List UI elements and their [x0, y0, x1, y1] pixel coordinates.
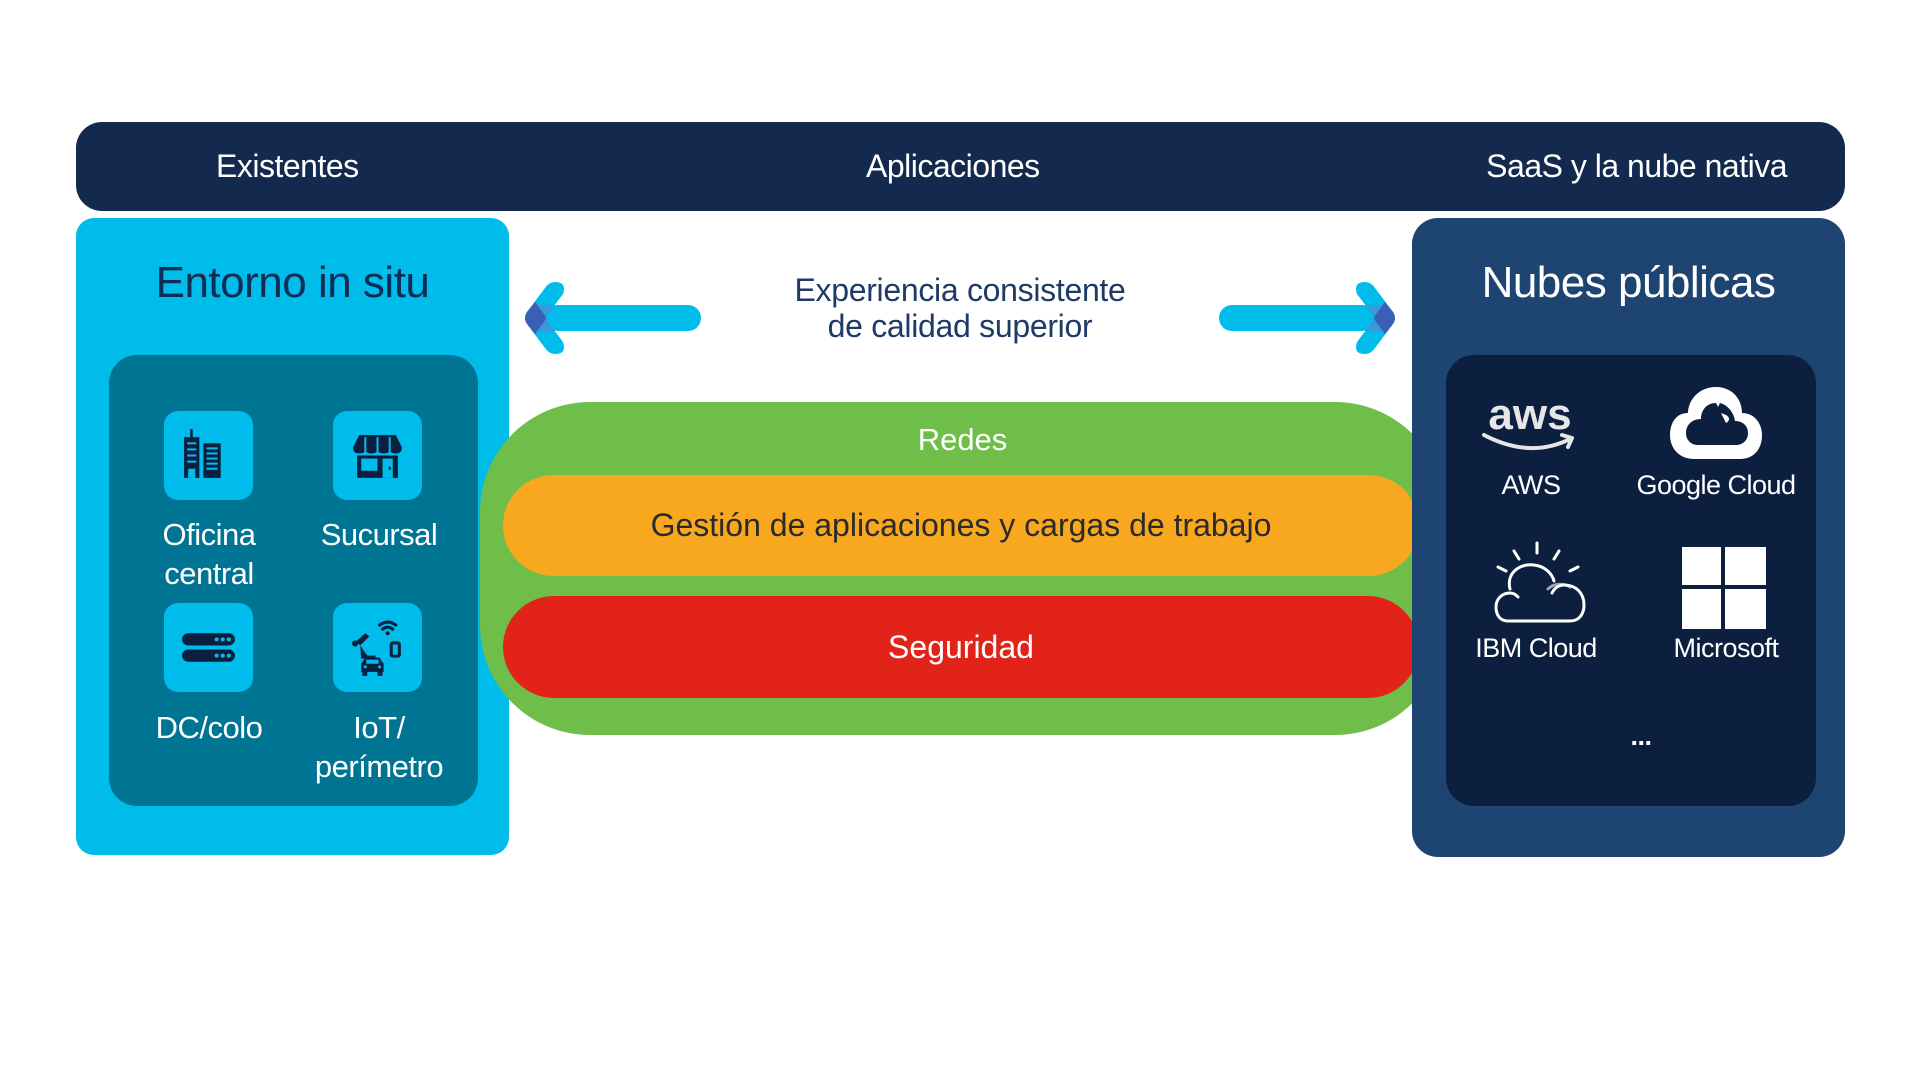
- location-tile-head-office: [164, 411, 253, 500]
- on-premises-locations: Oficina central Sucursal: [109, 355, 478, 806]
- header-bar: Existentes Aplicaciones SaaS y la nube n…: [76, 122, 1845, 211]
- storefront-icon: [353, 435, 402, 478]
- app-workload-management-layer: Gestión de aplicaciones y cargas de trab…: [503, 475, 1419, 576]
- security-label: Seguridad: [888, 629, 1034, 665]
- provider-label-aws: AWS: [1501, 470, 1562, 500]
- location-tile-iot: [333, 603, 422, 692]
- location-tile-branch: [333, 411, 422, 500]
- microsoft-logo-icon: [1682, 547, 1766, 629]
- location-label-head-office: Oficina central: [129, 515, 289, 593]
- server-icon: [182, 633, 235, 662]
- ibm-cloud-logo-icon: [1494, 541, 1586, 623]
- security-layer: Seguridad: [503, 596, 1419, 698]
- more-providers-ellipsis: ...: [1630, 721, 1652, 751]
- provider-label-microsoft: Microsoft: [1673, 633, 1779, 663]
- buildings-icon: [184, 429, 221, 478]
- location-label-iot: IoT/ perímetro: [289, 708, 469, 786]
- location-label-branch: Sucursal: [294, 515, 464, 554]
- networking-label: Redes: [917, 422, 1008, 457]
- experience-line: de calidad superior: [827, 308, 1093, 344]
- header-label-applications: Aplicaciones: [866, 148, 1040, 184]
- cloud-providers: aws AWS Google Cloud IBM Cloud Microsoft: [1446, 355, 1816, 806]
- left-arrow-icon: [525, 282, 701, 354]
- right-arrow-icon: [1219, 282, 1395, 354]
- experience-text: Experiencia consistente de calidad super…: [700, 272, 1220, 344]
- header-label-existing: Existentes: [216, 148, 359, 184]
- aws-logo-icon: aws: [1482, 393, 1574, 450]
- app-workload-management-label: Gestión de aplicaciones y cargas de trab…: [650, 507, 1272, 543]
- label-line: IoT/: [353, 710, 405, 745]
- on-premises-title: Entorno in situ: [155, 258, 430, 307]
- location-tile-datacenter: [164, 603, 253, 692]
- label-line: Oficina: [162, 517, 256, 552]
- provider-label-ibm-cloud: IBM Cloud: [1475, 633, 1597, 663]
- header-label-saas: SaaS y la nube nativa: [1486, 148, 1787, 184]
- google-cloud-logo-icon: [1670, 387, 1762, 459]
- label-line: central: [164, 556, 254, 591]
- location-label-datacenter: DC/colo: [124, 708, 294, 747]
- provider-label-google-cloud: Google Cloud: [1636, 470, 1796, 500]
- iot-devices-icon: [352, 620, 401, 676]
- public-clouds-title: Nubes públicas: [1481, 258, 1776, 307]
- label-line: Sucursal: [320, 517, 438, 552]
- svg-text:aws: aws: [1488, 393, 1571, 439]
- experience-line: Experiencia consistente: [794, 272, 1126, 308]
- label-line: DC/colo: [155, 710, 263, 745]
- label-line: perímetro: [314, 749, 444, 784]
